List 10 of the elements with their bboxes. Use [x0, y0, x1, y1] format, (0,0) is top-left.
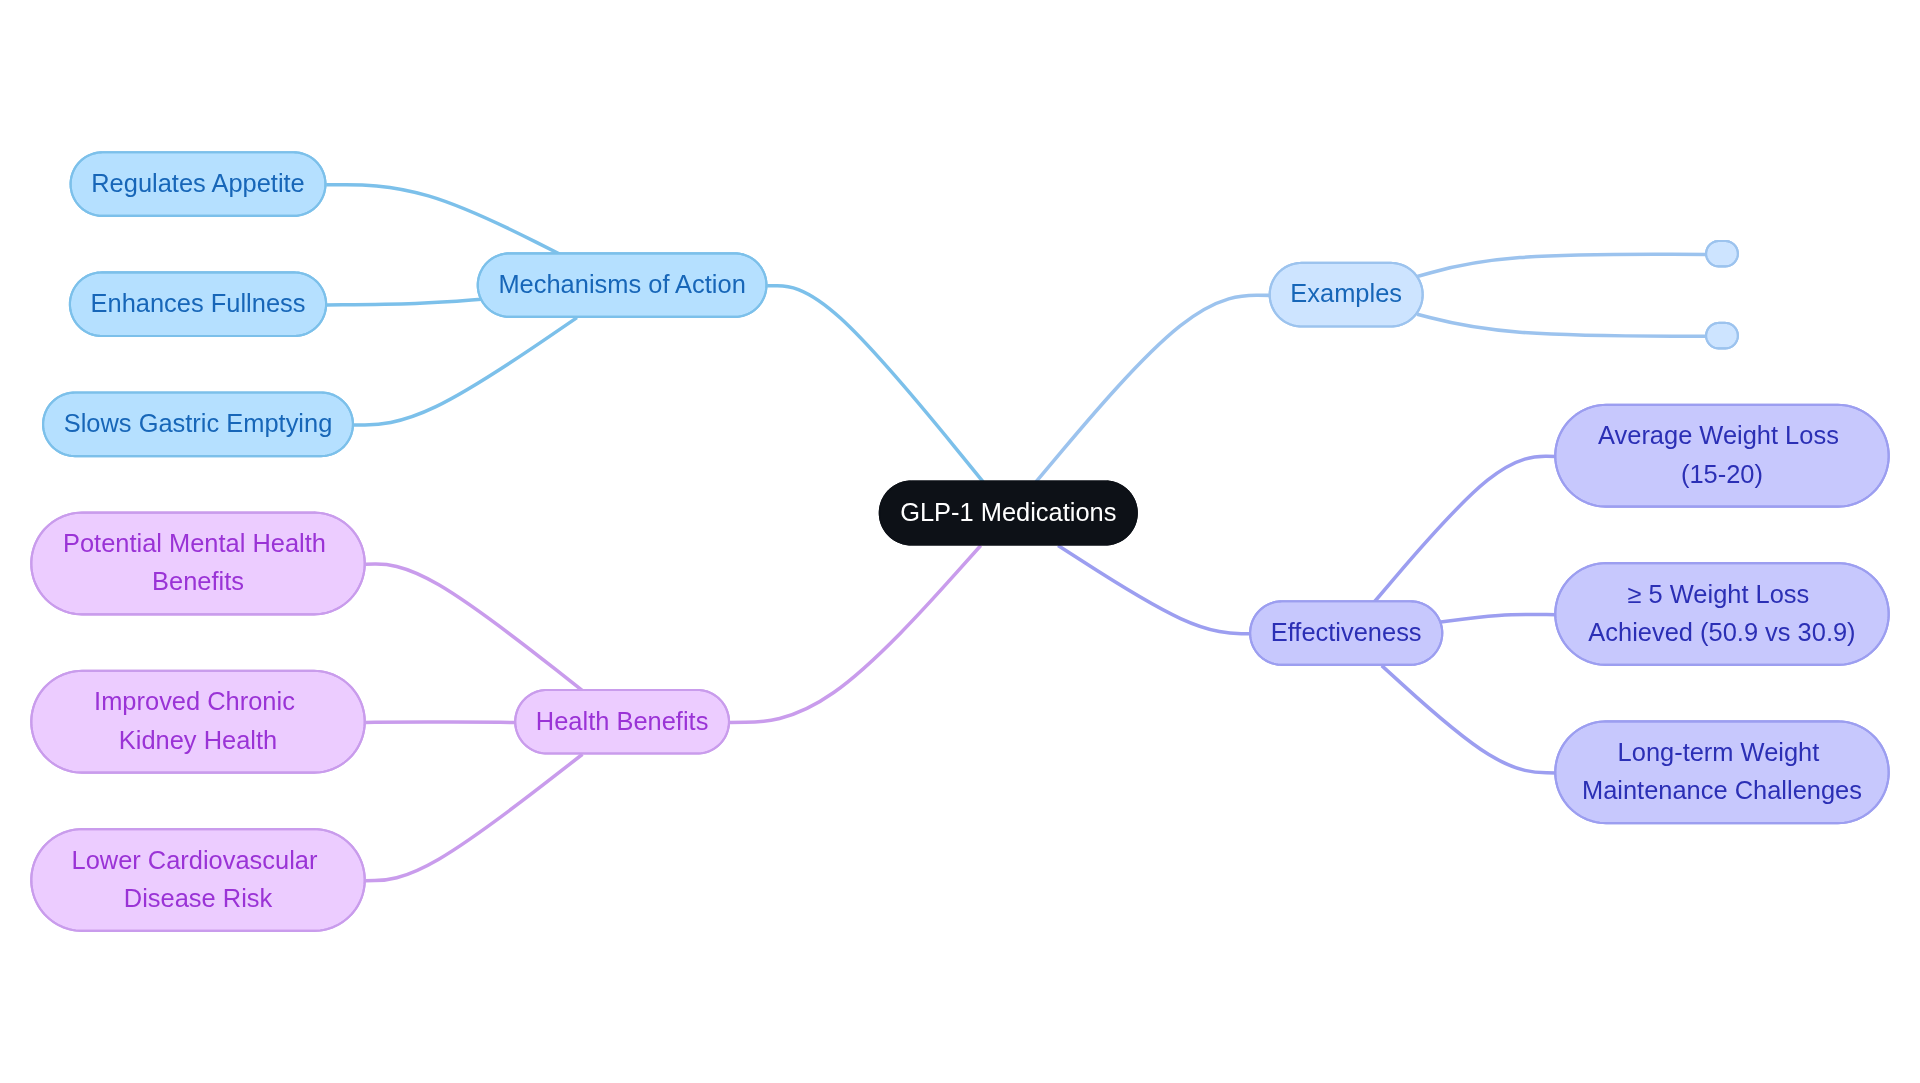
connector: [767, 283, 985, 483]
connector: [365, 720, 516, 725]
connector: [326, 297, 482, 307]
connector: [1440, 612, 1556, 624]
connector: [1416, 312, 1707, 338]
connector: [1380, 664, 1556, 775]
connector: [353, 316, 578, 427]
connector: [729, 544, 983, 725]
connector: [1416, 252, 1707, 279]
connector: [1057, 543, 1251, 636]
